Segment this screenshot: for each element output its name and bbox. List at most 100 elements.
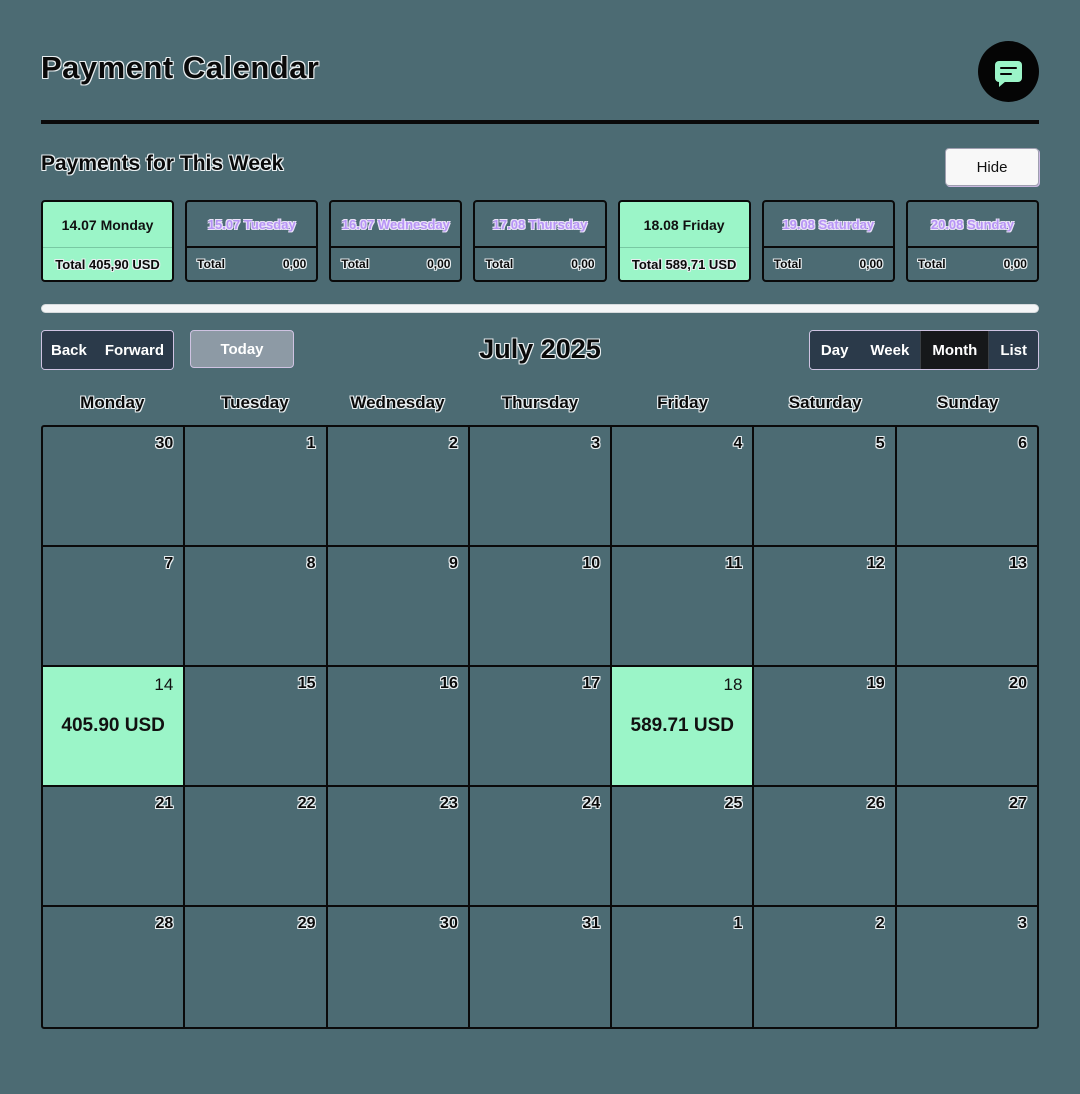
calendar-day-cell[interactable]: 19 — [754, 667, 897, 785]
week-day-card[interactable]: 14.07 Monday Total 405,90 USD — [41, 200, 175, 282]
calendar-day-number: 20 — [1009, 675, 1027, 692]
calendar-day-cell[interactable]: 31 — [470, 907, 613, 1027]
week-day-total-label: Total — [341, 257, 370, 271]
calendar-day-number: 1 — [733, 915, 743, 932]
page-title: Payment Calendar — [41, 50, 320, 85]
calendar-day-number: 3 — [591, 435, 601, 452]
header-divider — [41, 120, 1039, 124]
calendar-day-cell[interactable]: 30 — [328, 907, 470, 1027]
calendar-day-cell[interactable]: 8 — [185, 547, 328, 665]
calendar-day-cell[interactable]: 27 — [897, 787, 1037, 905]
calendar-day-cell[interactable]: 16 — [328, 667, 470, 785]
calendar-day-cell[interactable]: 23 — [328, 787, 470, 905]
calendar-week-row: 7 8 9 10 11 12 13 — [43, 547, 1037, 667]
calendar-day-cell[interactable]: 26 — [754, 787, 897, 905]
calendar-day-cell[interactable]: 3 — [470, 427, 613, 545]
calendar-day-number: 1 — [306, 435, 316, 452]
calendar-day-cell[interactable]: 6 — [897, 427, 1037, 545]
chat-bubble-icon — [995, 61, 1022, 87]
weekday-header-thursday: Thursday — [501, 393, 579, 412]
chat-button[interactable] — [978, 41, 1039, 102]
week-day-total-label: Total 405,90 USD — [55, 256, 160, 272]
hide-button[interactable]: Hide — [945, 148, 1039, 186]
view-list-button[interactable]: List — [989, 331, 1038, 369]
view-month-button[interactable]: Month — [920, 331, 990, 369]
calendar-day-cell[interactable]: 17 — [470, 667, 613, 785]
weekday-header-wednesday: Wednesday — [350, 393, 445, 412]
calendar-day-number: 3 — [1018, 915, 1027, 932]
view-button-group: Day Week Month List — [808, 330, 1039, 370]
calendar-day-cell[interactable]: 24 — [470, 787, 613, 905]
calendar-day-cell[interactable]: 4 — [612, 427, 755, 545]
weekday-header-monday: Monday — [80, 393, 145, 412]
calendar-week-row: 28 29 30 31 1 2 3 — [43, 907, 1037, 1027]
week-day-date: 19.08 Saturday — [763, 202, 893, 248]
horizontal-scrollbar[interactable] — [41, 304, 1039, 313]
calendar-day-number: 11 — [725, 555, 743, 572]
week-day-date: 16.07 Wednesday — [331, 202, 461, 248]
calendar-day-cell[interactable]: 7 — [43, 547, 186, 665]
weekday-header-tuesday: Tuesday — [221, 393, 289, 412]
week-day-card[interactable]: 20.08 Sunday Total 0,00 — [905, 200, 1039, 282]
calendar-day-cell[interactable]: 13 — [897, 547, 1037, 665]
week-day-date: 20.08 Sunday — [907, 202, 1037, 248]
week-day-total-label: Total — [773, 257, 802, 271]
calendar-day-number: 8 — [306, 555, 316, 572]
calendar-day-amount: 405.90 USD — [61, 715, 165, 736]
page-header: Payment Calendar — [41, 0, 1039, 122]
calendar-day-cell[interactable]: 10 — [470, 547, 613, 665]
calendar-day-number: 23 — [440, 795, 458, 812]
calendar-day-cell[interactable]: 29 — [185, 907, 328, 1027]
calendar-day-number: 26 — [866, 795, 885, 812]
week-day-total-label: Total — [917, 257, 946, 271]
calendar-day-number: 27 — [1009, 795, 1027, 812]
calendar-day-cell[interactable]: 25 — [612, 787, 755, 905]
view-day-button[interactable]: Day — [809, 331, 860, 369]
today-button[interactable]: Today — [190, 330, 294, 368]
calendar-day-cell[interactable]: 22 — [185, 787, 328, 905]
chat-bubble-line-1 — [1000, 67, 1017, 70]
week-day-total-amount: 0,00 — [571, 257, 595, 271]
weekday-header-friday: Friday — [657, 393, 709, 412]
back-button[interactable]: Back — [42, 331, 96, 369]
calendar-day-number: 16 — [440, 675, 458, 692]
view-week-button[interactable]: Week — [859, 331, 921, 369]
chat-bubble-line-2 — [1000, 73, 1012, 76]
calendar-day-cell[interactable]: 21 — [43, 787, 186, 905]
calendar-day-cell[interactable]: 12 — [754, 547, 897, 665]
calendar-day-cell[interactable]: 5 — [754, 427, 897, 545]
calendar-day-cell[interactable]: 2 — [328, 427, 470, 545]
calendar-toolbar: Back Forward Today July 2025 Day Week Mo… — [41, 313, 1039, 385]
calendar-day-cell[interactable]: 2 — [754, 907, 897, 1027]
calendar-day-cell[interactable]: 15 — [185, 667, 328, 785]
calendar-day-number: 21 — [155, 795, 174, 812]
calendar-day-cell[interactable]: 3 — [897, 907, 1037, 1027]
weekday-header-sunday: Sunday — [937, 393, 999, 412]
week-summary-section: Payments for This Week Hide 14.07 Monday… — [41, 148, 1039, 282]
calendar-day-cell[interactable]: 20 — [897, 667, 1037, 785]
nav-button-group: Back Forward — [41, 330, 175, 370]
forward-button[interactable]: Forward — [95, 331, 174, 369]
calendar-day-number: 17 — [582, 675, 601, 692]
calendar-day-number: 2 — [448, 435, 458, 452]
calendar-day-cell[interactable]: 9 — [328, 547, 470, 665]
calendar-day-cell[interactable]: 1 — [612, 907, 755, 1027]
calendar-day-cell[interactable]: 1 — [185, 427, 328, 545]
calendar-day-cell[interactable]: 30 — [43, 427, 186, 545]
calendar-day-number: 5 — [875, 435, 885, 452]
calendar-day-number: 19 — [866, 675, 885, 692]
week-day-card[interactable]: 18.08 Friday Total 589,71 USD — [617, 200, 751, 282]
week-day-total-amount: 0,00 — [1003, 257, 1027, 271]
calendar-week-row: 21 22 23 24 25 26 27 — [43, 787, 1037, 907]
calendar-day-cell[interactable]: 28 — [43, 907, 186, 1027]
calendar-day-cell[interactable]: 11 — [612, 547, 755, 665]
calendar-day-number: 18 — [723, 675, 743, 694]
